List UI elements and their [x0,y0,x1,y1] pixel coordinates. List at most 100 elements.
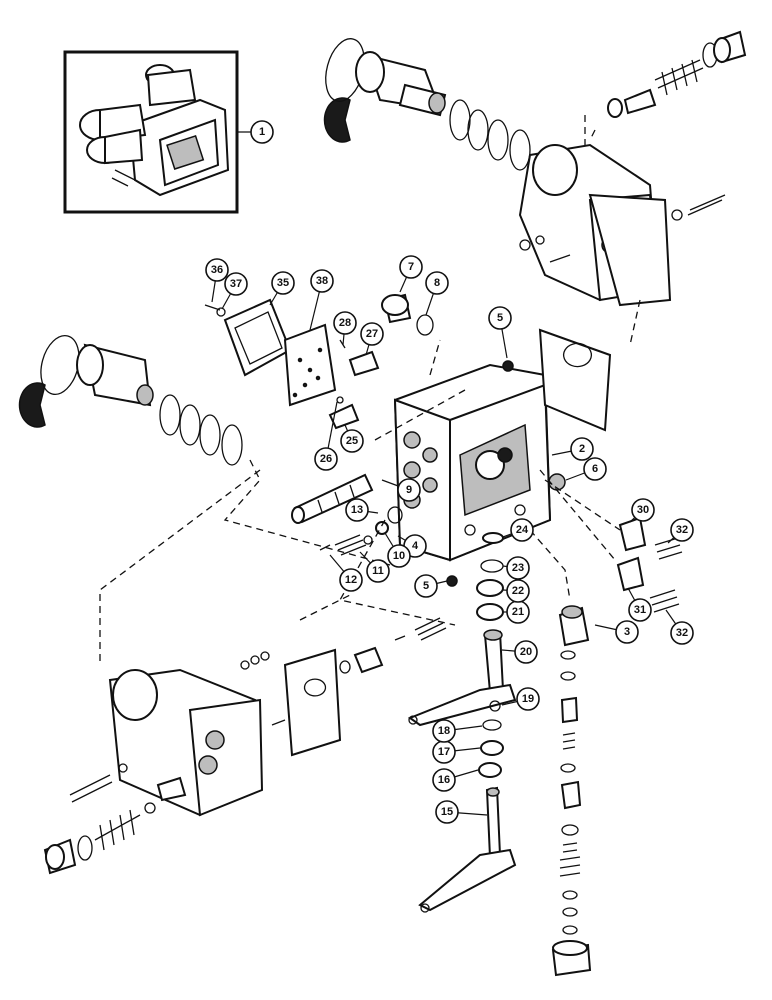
callout-circle [333,311,357,335]
callout-number: 18 [438,725,450,737]
callout-circle [399,255,423,279]
top-valve-group [323,30,747,346]
callout-21: 21 [503,600,530,624]
callout-32: 32 [665,609,694,645]
callout-12: 12 [329,554,363,592]
callout-circle [271,271,295,295]
callout-35: 35 [269,271,295,306]
callout-circle [628,598,652,622]
callout-number: 21 [512,606,524,618]
callout-24: 24 [502,518,534,542]
callout-number: 3 [624,626,630,638]
callout-circle [340,429,364,453]
callout-circle [670,518,694,542]
callout-labels: 1234556789101112131516171819202122232425… [205,120,694,824]
callout-circle [314,447,338,471]
callout-number: 32 [676,627,688,639]
assembly-guide-lines [99,339,621,665]
callout-circle [615,620,639,644]
callout-circle [516,687,540,711]
callout-number: 4 [412,540,419,552]
callout-5: 5 [488,306,512,359]
assembly-inset [63,50,239,214]
callout-number: 26 [320,453,332,465]
callout-2: 2 [551,437,594,461]
callout-number: 25 [346,435,358,447]
callout-number: 6 [592,463,598,475]
callout-number: 36 [211,264,223,276]
callout-number: 9 [406,484,412,496]
callout-number: 22 [512,585,524,597]
callout-13: 13 [345,498,379,522]
callout-number: 11 [372,565,384,577]
callout-number: 5 [497,312,503,324]
callout-36: 36 [205,258,229,303]
callout-26: 26 [314,401,338,471]
callout-circle [360,322,384,346]
callout-number: 2 [579,443,585,455]
callout-circle [631,498,655,522]
callout-7: 7 [399,255,423,293]
callout-31: 31 [627,587,652,622]
callout-circle [670,621,694,645]
callout-circle [514,640,538,664]
callout-9: 9 [381,478,421,502]
callout-circle [339,568,363,592]
gasket [538,328,612,432]
callout-20: 20 [501,640,538,664]
callout-19: 19 [501,687,540,711]
callout-circle [425,271,449,295]
callout-11: 11 [359,551,390,583]
callout-number: 7 [408,261,414,273]
callout-circle [506,556,530,580]
callout-number: 10 [393,550,405,562]
callout-number: 15 [441,806,453,818]
callout-circle [488,306,512,330]
callout-27: 27 [360,322,384,356]
callout-number: 20 [520,646,532,658]
right-valve-stack [551,605,592,977]
callout-number: 12 [345,574,357,586]
callout-number: 16 [438,774,450,786]
callout-circle [205,258,229,282]
callout-circle [583,457,607,481]
callout-circle [570,437,594,461]
main-valve-body [393,363,552,562]
callout-circle [397,478,421,502]
callout-circle [432,768,456,792]
callout-number: 38 [316,275,328,287]
lever-shafts [407,532,517,913]
small-parts-upper [328,293,566,587]
callout-3: 3 [594,620,639,644]
callout-number: 8 [434,277,440,289]
cover-plate-group [204,298,337,407]
callout-32: 32 [667,518,694,544]
callout-circle [432,719,456,743]
callout-number: 37 [230,278,242,290]
right-plungers [616,516,683,613]
callout-number: 1 [259,126,265,138]
callout-number: 19 [522,693,534,705]
callout-28: 28 [333,311,357,346]
callout-37: 37 [221,272,248,310]
callout-circle [310,269,334,293]
callout-number: 13 [351,504,363,516]
callout-number: 27 [366,328,378,340]
callout-circle [345,498,369,522]
callout-25: 25 [340,424,364,453]
callout-circle [414,574,438,598]
callout-circle [250,120,274,144]
callout-10: 10 [384,532,411,568]
assembled-valve-illustration [79,64,230,197]
callout-15: 15 [435,800,488,824]
callout-23: 23 [502,556,530,580]
callout-circle [510,518,534,542]
callout-38: 38 [309,269,334,331]
callout-6: 6 [565,457,607,481]
callout-30: 30 [629,498,655,523]
callout-16: 16 [432,768,479,792]
left-spool-group [18,335,243,466]
callout-number: 32 [676,524,688,536]
callout-5: 5 [414,574,448,598]
